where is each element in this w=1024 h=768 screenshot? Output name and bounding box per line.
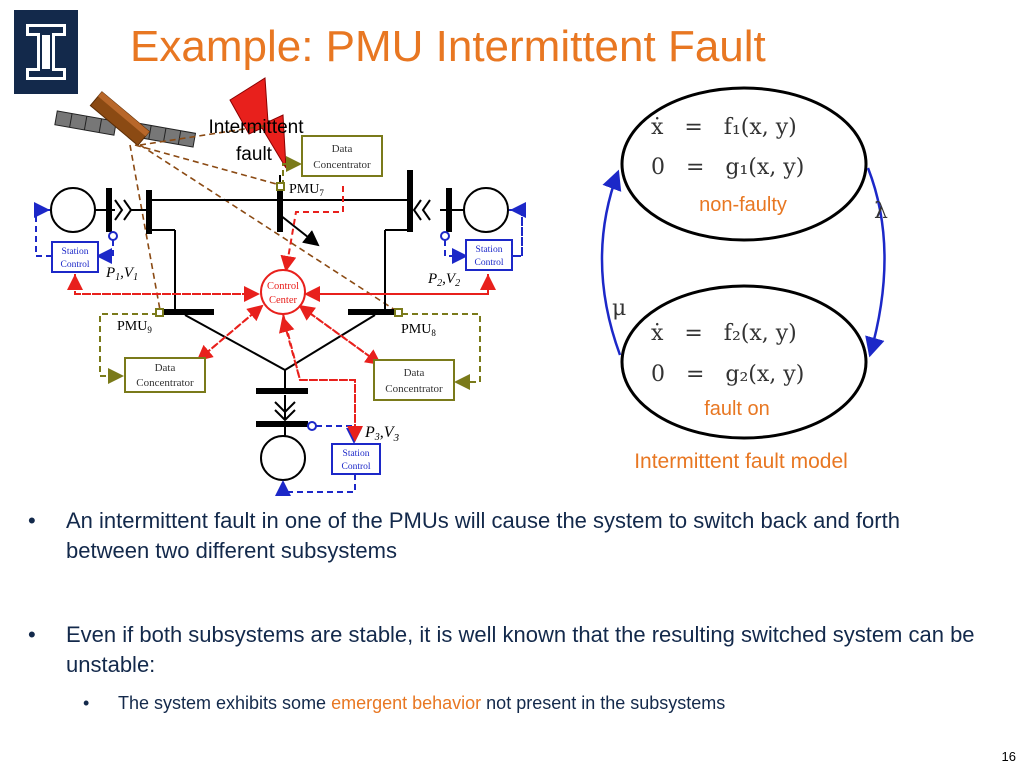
block-i-icon	[16, 12, 76, 92]
eq-bottom-1: ẋ = f₂(x, y)	[651, 321, 797, 346]
bullet-item: • Even if both subsystems are stable, it…	[28, 620, 988, 680]
nonfaulty-label: non-faulty	[699, 194, 787, 216]
svg-text:Control: Control	[341, 462, 370, 472]
bullet-list: • An intermittent fault in one of the PM…	[28, 506, 988, 716]
eq-top-2: 0 = g₁(x, y)	[651, 155, 804, 180]
station-control-bottom: Station Control	[331, 443, 381, 475]
lambda-symbol: λ	[874, 199, 888, 224]
svg-text:Station: Station	[62, 247, 89, 257]
svg-text:Concentrator: Concentrator	[136, 377, 194, 389]
lightning-bolt-icon	[229, 77, 287, 169]
data-concentrator-right: Data Concentrator	[373, 359, 455, 401]
svg-text:Data: Data	[404, 367, 425, 379]
bullet-text: Even if both subsystems are stable, it i…	[66, 622, 975, 677]
bullet-item: • An intermittent fault in one of the PM…	[28, 506, 988, 566]
data-concentrator-left: Data Concentrator	[124, 357, 206, 393]
fault-state	[620, 284, 868, 440]
svg-text:Center: Center	[269, 295, 297, 306]
svg-text:Station: Station	[476, 245, 503, 255]
svg-text:Concentrator: Concentrator	[385, 383, 443, 395]
university-logo	[14, 10, 78, 94]
control-center-links	[67, 186, 496, 442]
page-number: 16	[1001, 749, 1016, 764]
pmu9-label: PMU9	[117, 319, 152, 335]
intermittent-label: Intermittent	[208, 117, 304, 138]
nonfaulty-state	[620, 86, 868, 242]
fault-label: fault	[236, 144, 273, 165]
svg-text:Control: Control	[60, 260, 89, 270]
data-concentrator-top: Data Concentrator	[301, 135, 383, 177]
svg-text:Station: Station	[343, 449, 370, 459]
station-control-left: Station Control	[51, 241, 99, 273]
svg-text:Data: Data	[332, 143, 353, 155]
pmu-links	[99, 156, 481, 390]
svg-text:Data: Data	[155, 362, 176, 374]
pmu7-label: PMU7	[289, 182, 324, 198]
fault-on-label: fault on	[704, 398, 770, 420]
mu-symbol: μ	[612, 296, 626, 321]
model-caption: Intermittent fault model	[634, 450, 848, 473]
sub-bullet-suffix: not present in the subsystems	[481, 693, 726, 713]
satellite-icon	[54, 91, 197, 148]
mu-transition	[600, 169, 622, 356]
control-center: Control Center	[260, 269, 306, 315]
eq-top-1: ẋ = f₁(x, y)	[651, 115, 797, 140]
bullet-marker: •	[28, 622, 36, 647]
emergent-behavior-highlight: emergent behavior	[331, 693, 482, 713]
control-loops	[34, 202, 526, 496]
page-title: Example: PMU Intermittent Fault	[130, 22, 766, 71]
lambda-transition	[865, 167, 886, 358]
bullet-text: An intermittent fault in one of the PMUs…	[66, 508, 900, 563]
fault-model: ẋ = f₁(x, y) 0 = g₁(x, y) non-faulty ẋ =…	[600, 86, 888, 473]
generator-1	[50, 187, 96, 233]
satellite-links	[129, 124, 396, 311]
svg-text:Control: Control	[474, 258, 503, 268]
sub-bullet-prefix: The system exhibits some	[118, 693, 332, 713]
svg-text:Concentrator: Concentrator	[313, 159, 371, 171]
generator-3	[260, 435, 306, 481]
bullet-marker: •	[28, 508, 36, 533]
p3v3-label: P3,V3	[364, 424, 400, 444]
generator-2	[463, 187, 509, 233]
sub-bullet-item: • The system exhibits some emergent beha…	[83, 690, 988, 716]
pmu8-label: PMU8	[401, 322, 436, 338]
eq-bottom-2: 0 = g₂(x, y)	[651, 362, 804, 387]
p1v1-label: P1,V1	[105, 265, 138, 283]
p2v2-label: P2,V2	[427, 271, 460, 289]
sub-bullet-marker: •	[83, 693, 90, 713]
station-control-right: Station Control	[465, 239, 513, 271]
svg-text:Control: Control	[267, 281, 299, 292]
